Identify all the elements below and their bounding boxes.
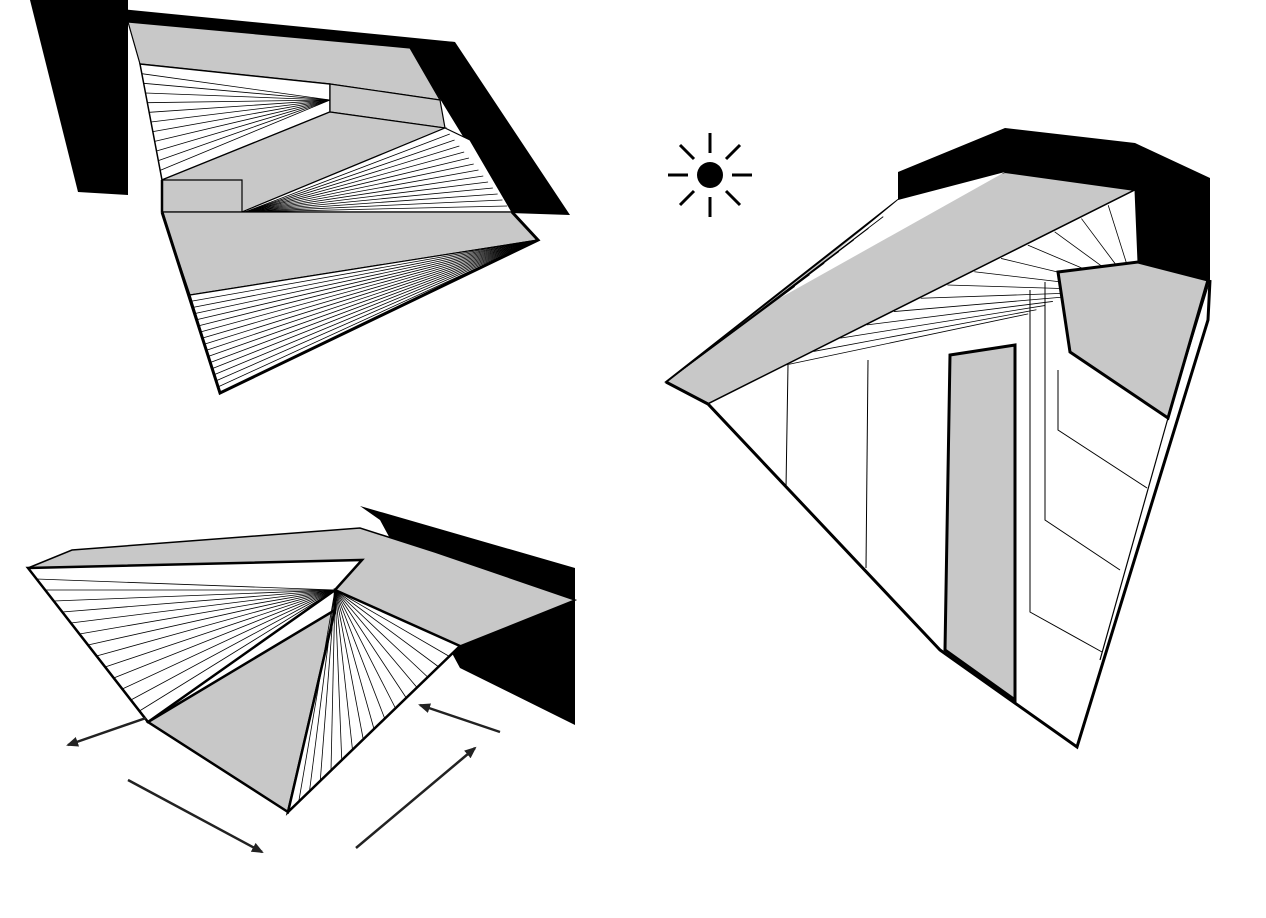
shadow-back xyxy=(30,0,128,195)
arrow-up-diag xyxy=(356,748,475,848)
figure-bottom-left xyxy=(28,506,575,852)
step-block xyxy=(162,180,242,212)
figure-top-left xyxy=(30,0,570,393)
arrow-in-right xyxy=(420,705,500,732)
lit-vertical-panel xyxy=(945,345,1015,700)
figure-right xyxy=(666,128,1210,747)
arrow-left-out xyxy=(68,718,146,745)
arrow-bottom-diag xyxy=(128,780,262,852)
sun-icon xyxy=(668,133,752,217)
